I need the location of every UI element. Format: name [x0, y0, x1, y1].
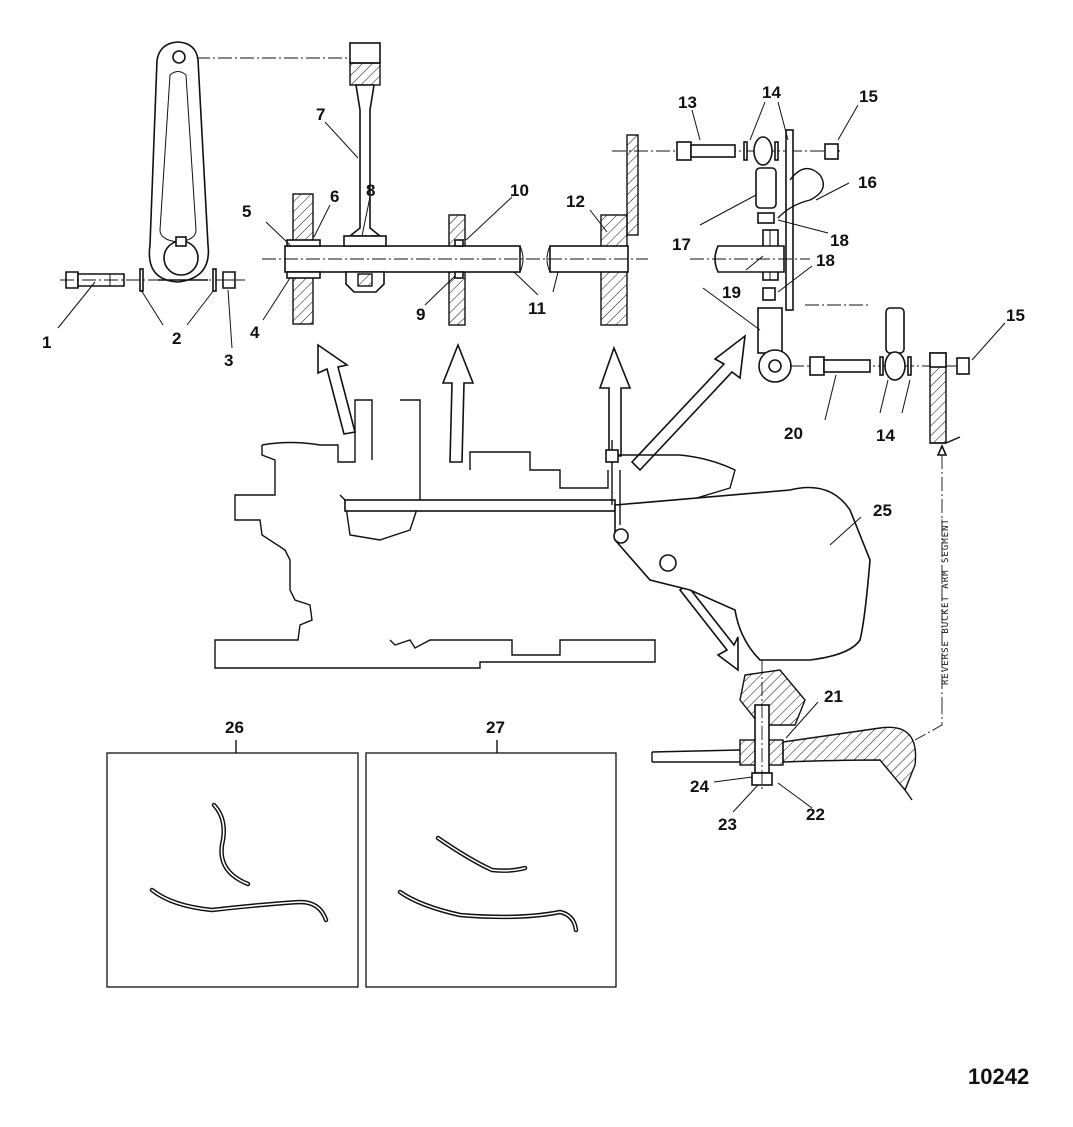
callout-24: 24: [690, 777, 709, 796]
callout-10: 10: [510, 181, 529, 200]
reverse-bucket-arm-label: REVERSE BUCKET ARM SEGMENT: [941, 518, 951, 685]
pivot-section: [651, 660, 917, 801]
callout-23: 23: [718, 815, 737, 834]
callout-21: 21: [824, 687, 843, 706]
callout-9: 9: [416, 305, 425, 324]
callout-6: 6: [330, 187, 339, 206]
shaft-section-view: [262, 42, 648, 326]
callout-16: 16: [858, 173, 877, 192]
callout-4: 4: [250, 323, 260, 342]
callout-13: 13: [678, 93, 697, 112]
callout-14-lower: 14: [876, 426, 895, 445]
callout-15-upper: 15: [859, 87, 878, 106]
callout-20: 20: [784, 424, 803, 443]
callout-3: 3: [224, 351, 233, 370]
callout-12: 12: [566, 192, 585, 211]
callout-2: 2: [172, 329, 181, 348]
callout-17-upper: 17: [672, 235, 691, 254]
callout-26: 26: [225, 718, 244, 737]
callout-25: 25: [873, 501, 892, 520]
reverse-bucket-reference: REVERSE BUCKET ARM SEGMENT: [914, 444, 951, 741]
jet-pump-housing: [214, 399, 871, 669]
leader-lines: [57, 101, 1006, 813]
figure-number: 10242: [968, 1064, 1029, 1089]
callout-1: 1: [42, 333, 51, 352]
callout-22: 22: [806, 805, 825, 824]
reverse-linkage-lower: [790, 307, 970, 444]
callout-14-upper: 14: [762, 83, 781, 102]
callout-5: 5: [242, 202, 251, 221]
callout-11: 11: [528, 299, 546, 318]
callout-7: 7: [316, 105, 325, 124]
callout-18-lower: 18: [816, 251, 835, 270]
callout-8: 8: [366, 181, 375, 200]
callout-15-lower: 15: [1006, 306, 1025, 325]
callout-27: 27: [486, 718, 505, 737]
hose-kit-26: [106, 740, 359, 988]
reverse-linkage-upper: [612, 129, 870, 383]
callout-19: 19: [722, 283, 741, 302]
shift-arm-assembly: [60, 41, 350, 292]
hose-kit-27: [365, 740, 617, 988]
callout-18-upper: 18: [830, 231, 849, 250]
direction-arrows: [317, 334, 747, 672]
callout-labels: 1 2 3 4 5 6 7 8 9 10 11 12 13 14 14 15 1…: [42, 83, 1029, 1089]
